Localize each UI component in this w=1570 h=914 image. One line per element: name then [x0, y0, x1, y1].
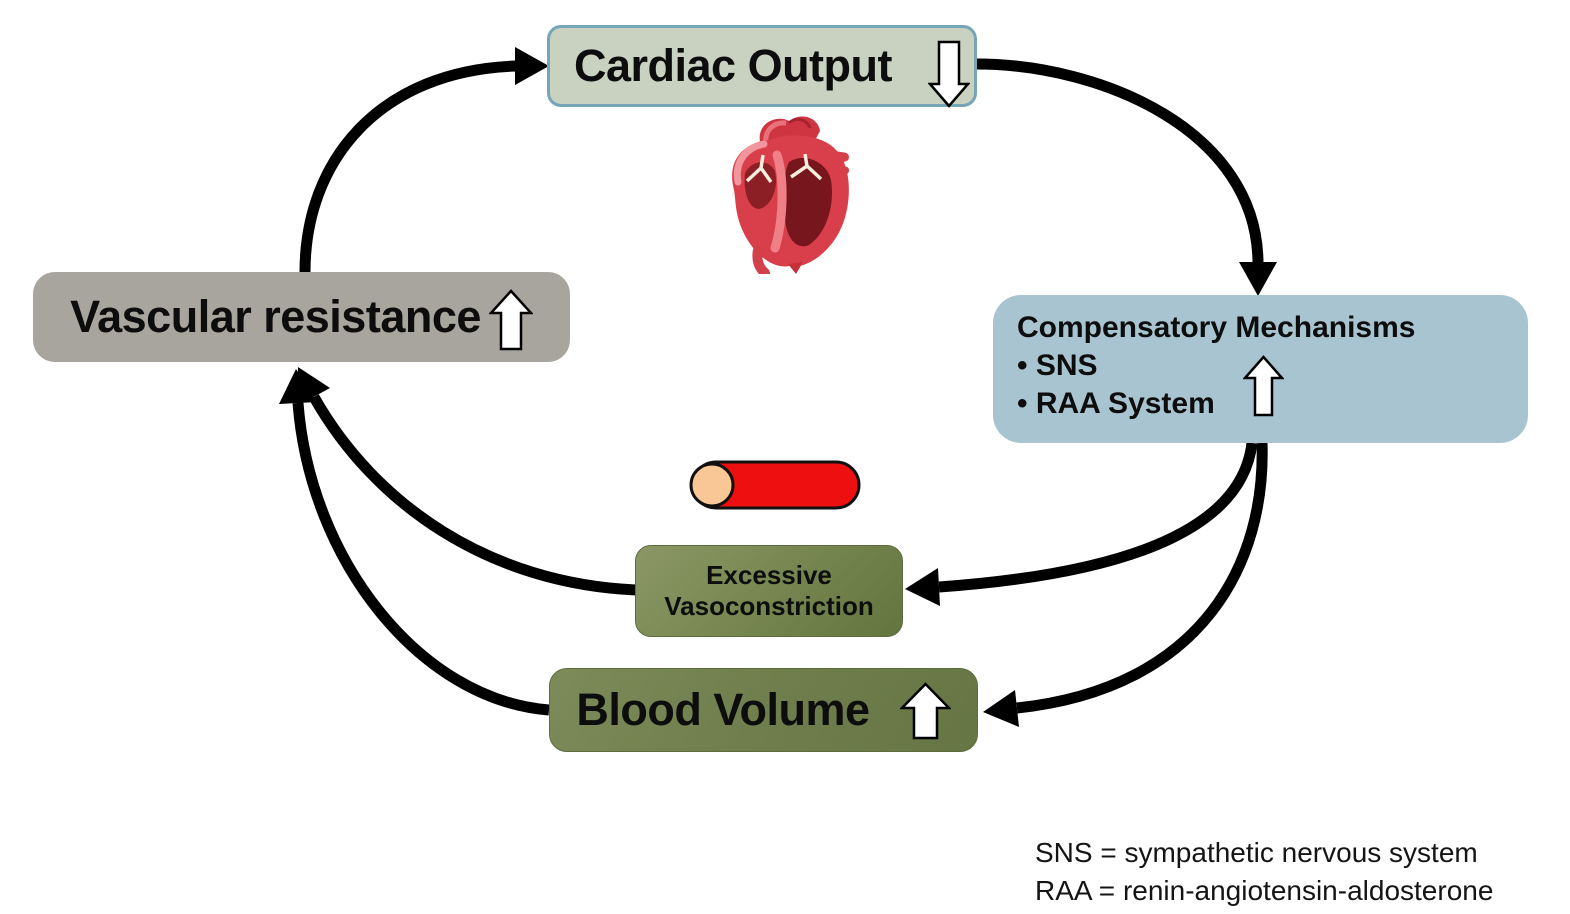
- compensatory-title: Compensatory Mechanisms: [1017, 311, 1416, 344]
- down-arrow-icon: [928, 39, 970, 109]
- heart-illustration: [704, 110, 856, 274]
- compensatory-bullet-sns: • SNS: [1017, 349, 1098, 382]
- cardiac-output-label: Cardiac Output: [573, 40, 893, 91]
- arrow-compensatory-to-bloodvolume: [1016, 442, 1268, 714]
- blood-vessel-illustration: [685, 456, 865, 514]
- up-arrow-icon: [488, 289, 533, 351]
- legend-raa-line: RAA = renin-angiotensin-aldosterone: [1035, 875, 1494, 906]
- up-arrow-icon: [899, 681, 951, 741]
- compensatory-mechanisms-box: Compensatory Mechanisms • SNS • RAA Syst…: [993, 295, 1528, 443]
- vascular-resistance-label: Vascular resistance: [70, 291, 481, 342]
- arrowhead-into-cardiac: [515, 47, 549, 85]
- arrow-vascular-to-cardiac: [299, 60, 518, 273]
- cardiac-output-box: Cardiac Output: [547, 25, 977, 109]
- arrow-cardiac-to-compensatory: [976, 58, 1264, 265]
- blood-volume-box: Blood Volume: [549, 668, 978, 752]
- blood-volume-label: Blood Volume: [576, 684, 870, 735]
- vascular-resistance-box: Vascular resistance: [33, 272, 570, 362]
- blood-vessel-icon: [689, 460, 861, 510]
- excessive-label-line2: Vasoconstriction: [664, 591, 874, 621]
- excessive-label-line1: Excessive: [706, 560, 832, 590]
- arrow-vasoconstriction-to-vascular: [309, 394, 638, 596]
- legend: SNS = sympathetic nervous system RAA = r…: [1035, 834, 1493, 910]
- compensatory-bullet-raa: • RAA System: [1017, 387, 1215, 420]
- arrowhead-into-vasoconstriction: [905, 568, 940, 606]
- arrowhead-into-bloodvolume: [983, 690, 1019, 727]
- excessive-vasoconstriction-box: Excessive Vasoconstriction: [635, 545, 903, 637]
- legend-sns-line: SNS = sympathetic nervous system: [1035, 837, 1478, 868]
- arrowhead-into-compensatory: [1239, 262, 1277, 296]
- heart-cross-section-icon: [732, 116, 850, 274]
- arrowhead-into-vascular-2: [279, 369, 317, 404]
- arrow-bloodvolume-to-vascular: [292, 402, 550, 716]
- arrow-compensatory-to-vasoconstriction: [938, 442, 1258, 593]
- up-arrow-icon: [1243, 355, 1284, 417]
